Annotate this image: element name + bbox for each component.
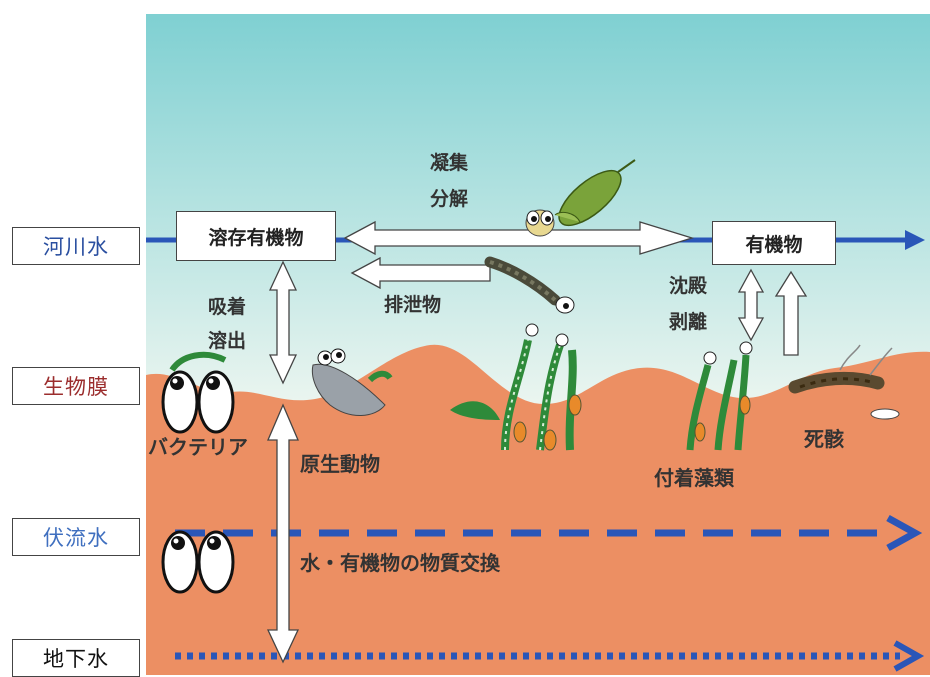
groundwater-flow-arrow <box>175 640 925 672</box>
hyporheic-flow-arrow <box>175 514 923 552</box>
algae-cluster-center <box>450 323 582 451</box>
label-adsorption: 吸着 <box>208 296 247 318</box>
sedimentation-detachment-arrow <box>737 268 765 342</box>
label-decomposition: 分解 <box>430 188 469 210</box>
label-detachment: 剥離 <box>669 311 708 333</box>
label-attached-algae: 付着藻類 <box>654 466 734 490</box>
label-elution: 溶出 <box>208 330 247 352</box>
side-label-river-water: 河川水 <box>12 227 140 265</box>
label-sedimentation: 沈殿 <box>669 275 708 297</box>
carcass-icon <box>788 344 900 420</box>
organic-matter-box: 有機物 <box>712 221 836 265</box>
aggregation-decomposition-arrow <box>343 220 695 256</box>
label-protozoa: 原生動物 <box>300 452 380 476</box>
excretion-arrow <box>350 256 491 290</box>
label-exchange: 水・有機物の物質交換 <box>300 551 500 575</box>
side-label-biofilm: 生物膜 <box>12 367 140 405</box>
label-bacteria: バクテリア <box>148 435 248 459</box>
side-label-hyporheic-water: 伏流水 <box>12 518 140 556</box>
side-label-groundwater: 地下水 <box>12 639 140 677</box>
bacteria-icon-hyporheic <box>161 530 235 594</box>
label-carcass: 死骸 <box>804 427 844 451</box>
up-arrow-to-organic <box>774 270 808 356</box>
dissolved-organic-box: 溶存有機物 <box>176 211 336 261</box>
bacteria-icon-biofilm <box>161 351 235 434</box>
mayfly-icon <box>525 159 636 237</box>
sediment-layer <box>146 344 930 675</box>
protozoa-icon <box>311 348 393 416</box>
exchange-arrow <box>266 403 300 664</box>
adsorption-elution-arrow <box>268 260 298 385</box>
label-excretion: 排泄物 <box>384 294 442 316</box>
larva-icon <box>484 256 575 314</box>
algae-cluster-right <box>686 341 753 451</box>
label-aggregation: 凝集 <box>430 152 469 174</box>
